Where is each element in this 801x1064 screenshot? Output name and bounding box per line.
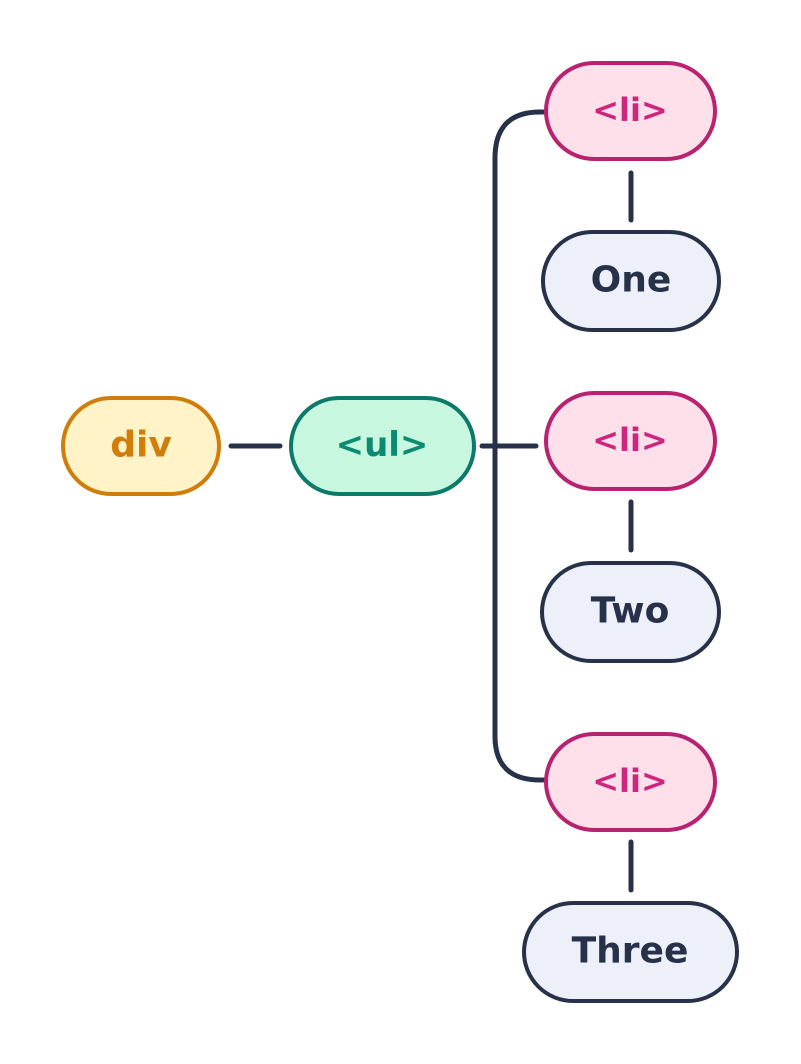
node-li-3-label: <li> <box>592 762 668 800</box>
node-ul-label: <ul> <box>336 425 429 465</box>
node-li-3-shape <box>544 732 717 832</box>
connectors <box>228 109 634 893</box>
node-div-shape <box>61 396 221 496</box>
node-li-3: <li> <box>544 732 717 832</box>
node-ul-shape <box>289 396 476 496</box>
node-li-1: <li> <box>544 61 717 161</box>
node-li-2-label: <li> <box>592 421 668 459</box>
node-text-three: Three <box>522 901 739 1003</box>
node-div-label: div <box>110 425 172 466</box>
node-text-two-shape <box>540 561 721 663</box>
node-div: div <box>61 396 221 496</box>
node-li-1-label: <li> <box>592 91 668 129</box>
node-text-three-label: Three <box>572 931 689 972</box>
node-text-two: Two <box>540 561 721 663</box>
node-text-two-label: Two <box>591 591 670 632</box>
node-li-1-shape <box>544 61 717 161</box>
node-text-three-shape <box>522 901 739 1003</box>
node-ul: <ul> <box>289 396 476 496</box>
node-text-one-label: One <box>591 260 672 301</box>
node-text-one: One <box>541 230 721 332</box>
connector-brace <box>492 109 546 783</box>
node-li-2: <li> <box>544 391 717 491</box>
node-text-one-shape <box>541 230 721 332</box>
node-li-2-shape <box>544 391 717 491</box>
